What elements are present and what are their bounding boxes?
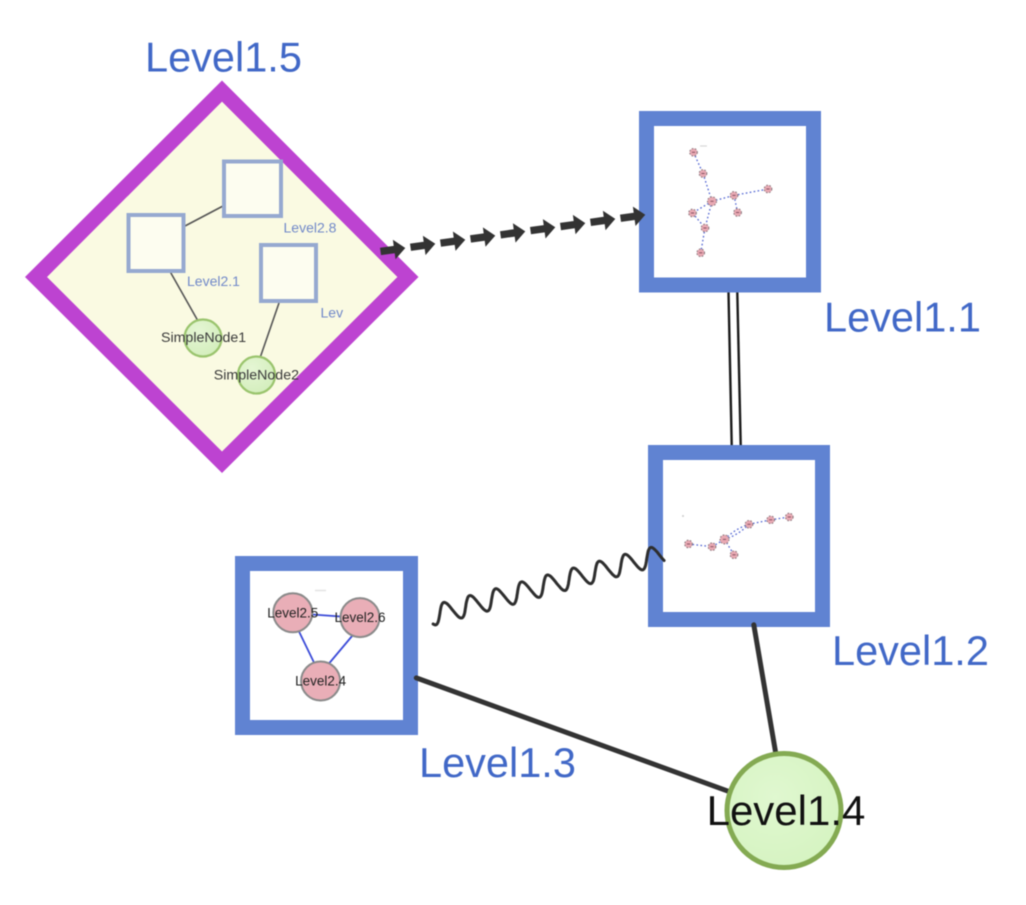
svg-text:Level2.6: Level2.6 (334, 610, 385, 625)
svg-text:Level1.5: Level1.5 (145, 33, 302, 80)
svg-text:Level1.2: Level1.2 (832, 627, 989, 674)
svg-text:Level2.8: Level2.8 (284, 220, 337, 236)
svg-text:Level2.5: Level2.5 (267, 605, 318, 620)
svg-text:Level1.4: Level1.4 (707, 787, 866, 834)
svg-text:Lev: Lev (321, 305, 344, 321)
svg-text:Level2.1: Level2.1 (187, 273, 240, 289)
svg-text:Level2.4: Level2.4 (295, 674, 347, 689)
svg-text:Level1.3: Level1.3 (419, 739, 576, 786)
svg-text:SimpleNode2: SimpleNode2 (214, 368, 299, 384)
svg-text:SimpleNode1: SimpleNode1 (161, 330, 246, 346)
svg-text:Level1.1: Level1.1 (824, 293, 981, 340)
